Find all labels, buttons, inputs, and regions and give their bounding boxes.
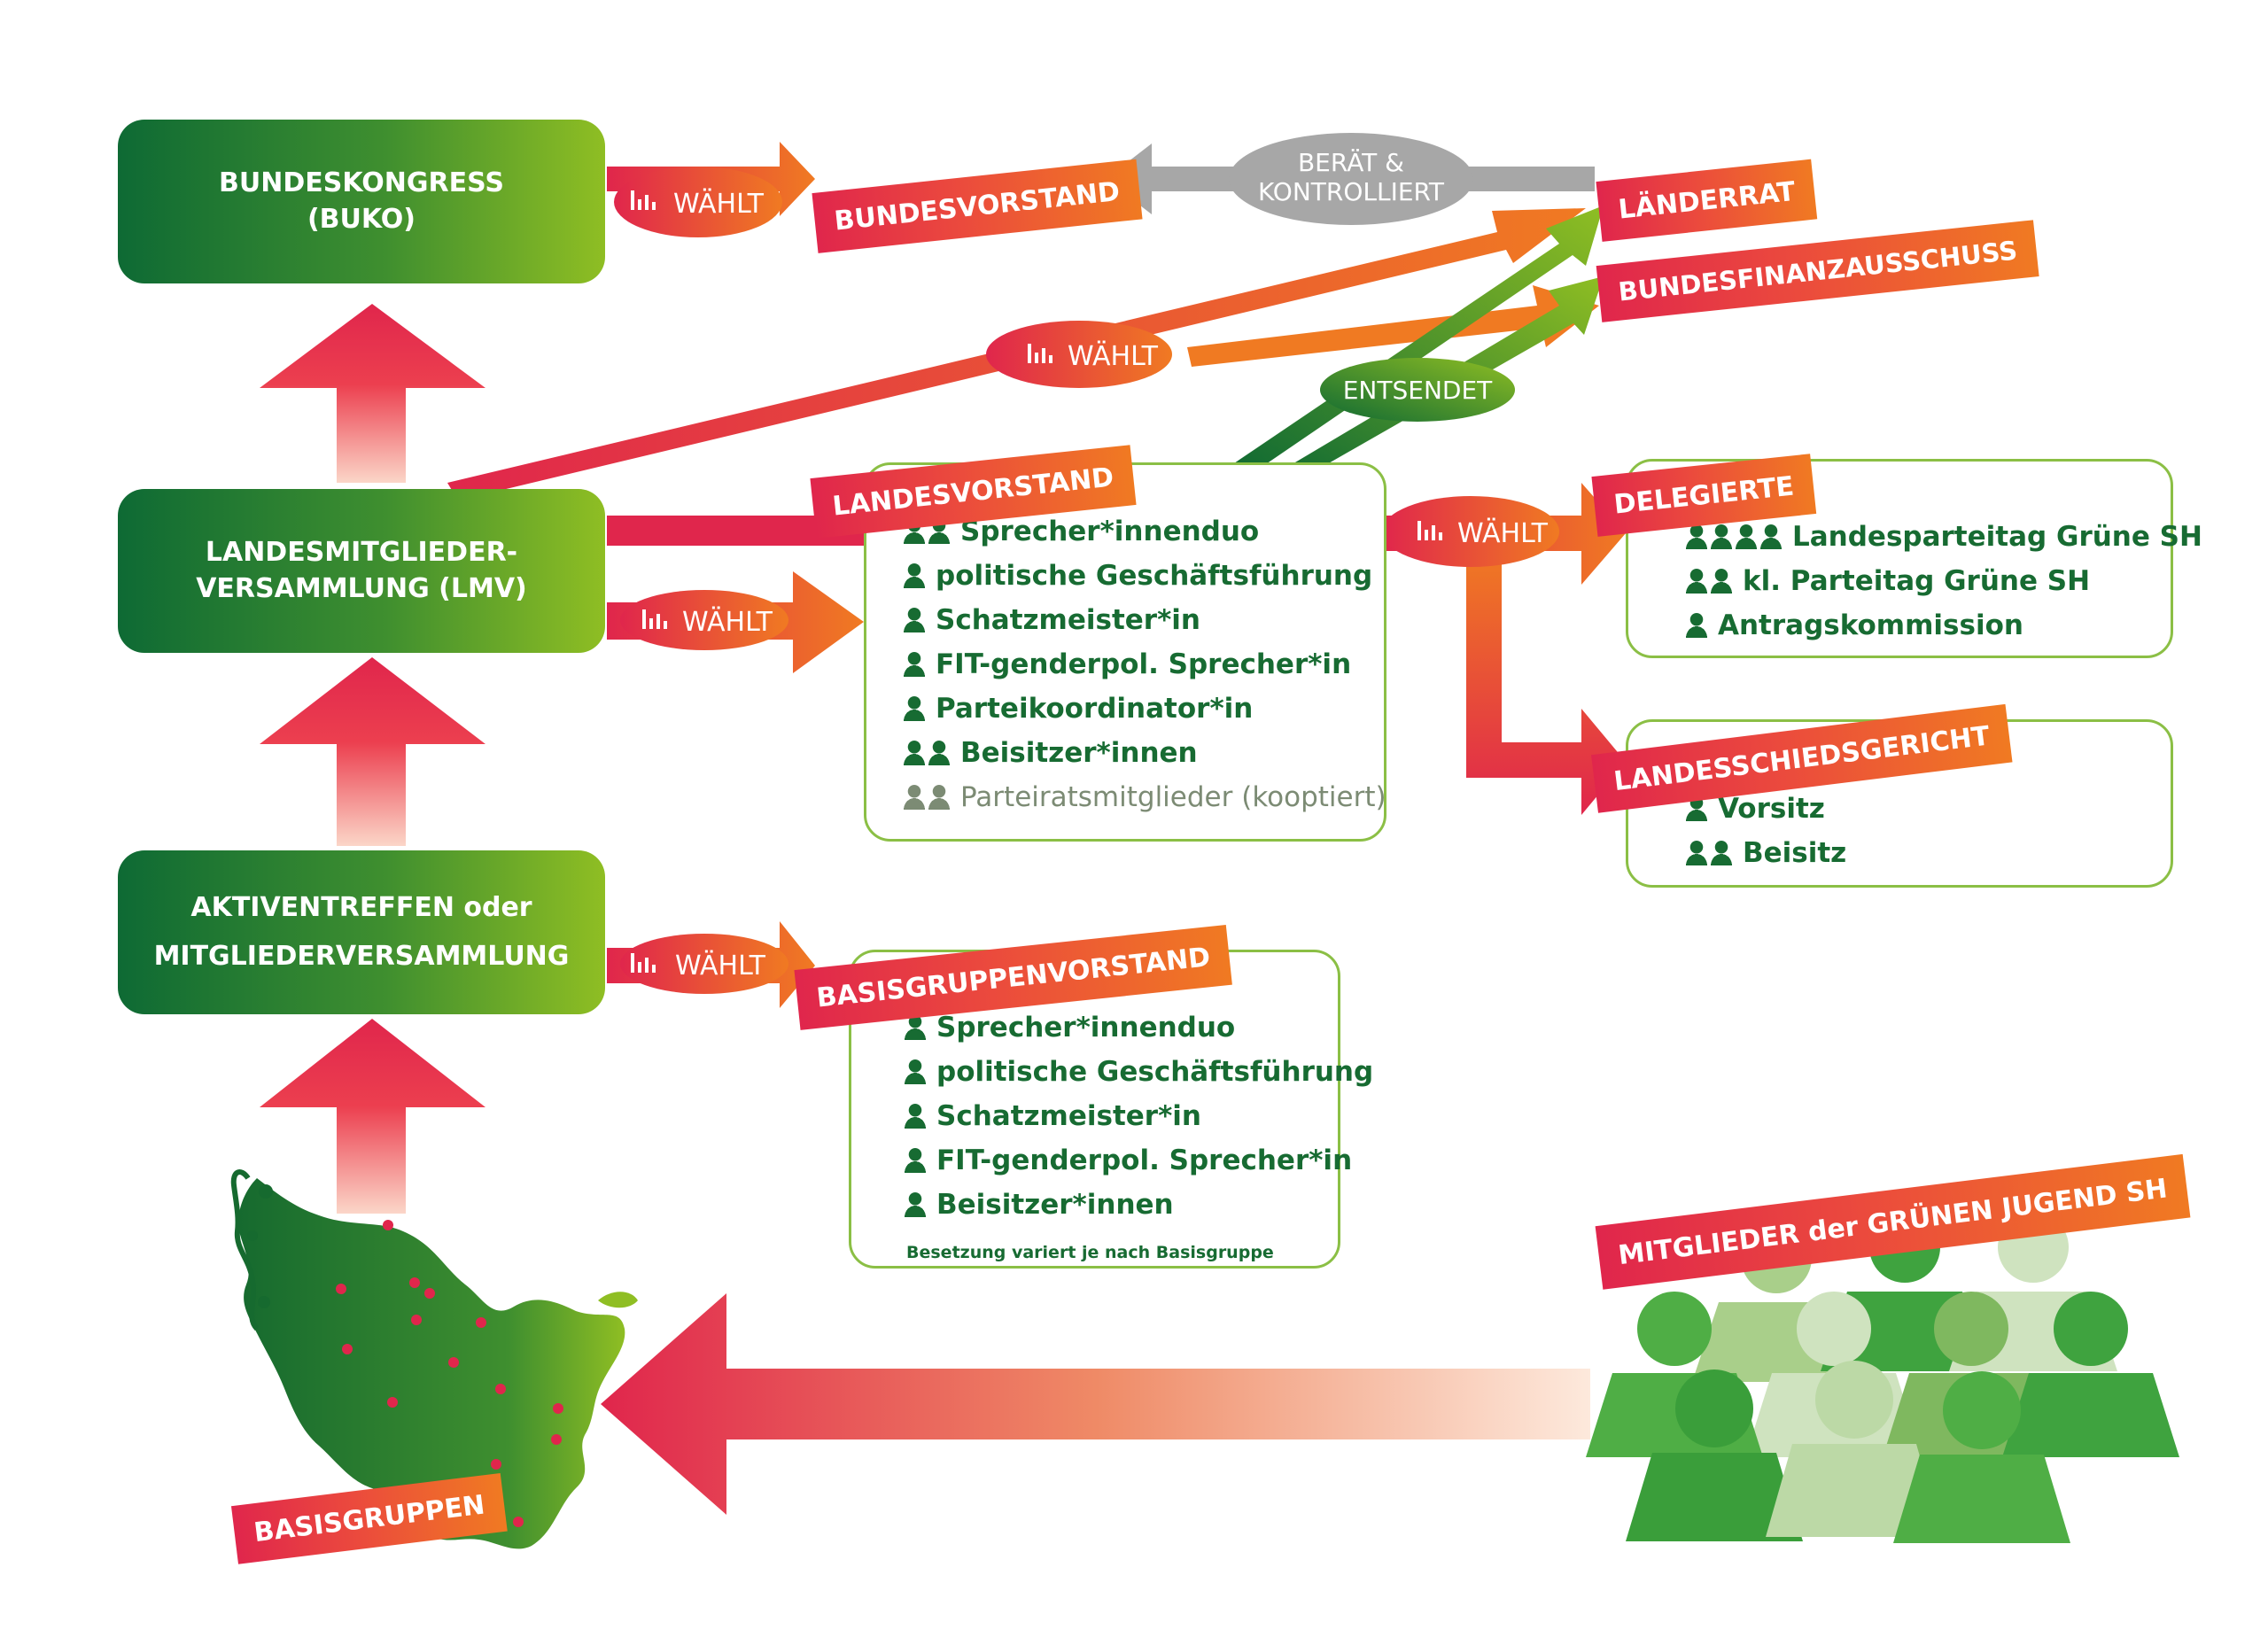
svg-text:WÄHLT: WÄHLT xyxy=(1457,517,1549,549)
list-item: Vorsitz xyxy=(1686,787,1846,831)
person-icon xyxy=(904,563,928,588)
box-bundeskongress: BUNDESKONGRESS(BUKO) xyxy=(118,120,605,283)
list-item: Parteiratsmitglieder (kooptiert) xyxy=(904,775,1386,819)
list-item-label: Vorsitz xyxy=(1718,793,1825,825)
up-arrow-lmv-to-buko xyxy=(260,304,485,483)
list-item: Beisitzer*innen xyxy=(904,731,1386,775)
person-icon xyxy=(904,785,953,810)
list-item-label: FIT-genderpol. Sprecher*in xyxy=(936,648,1352,680)
list-item-label: FIT-genderpol. Sprecher*in xyxy=(936,1145,1353,1176)
label-beraet-kontrolliert: BERÄT & KONTROLLIERT xyxy=(1229,133,1473,225)
basisgruppen-note: Besetzung variert je nach Basisgruppe xyxy=(906,1243,1274,1262)
list-item: Schatzmeister*in xyxy=(904,598,1386,642)
list-item: Parteikoordinator*in xyxy=(904,687,1386,731)
list-item-label: politische Geschäftsführung xyxy=(936,560,1373,592)
person-icon xyxy=(905,1059,929,1084)
label-entsendet: ENTSENDET xyxy=(1320,358,1515,422)
list-item: Antragskommission xyxy=(1686,603,2202,648)
list-item-label: Sprecher*innenduo xyxy=(960,516,1260,547)
person-icon xyxy=(904,741,953,765)
person-icon xyxy=(1686,524,1785,549)
up-arrow-aktiv-to-lmv xyxy=(260,657,485,846)
svg-text:WÄHLT: WÄHLT xyxy=(675,950,766,982)
person-icon xyxy=(905,1192,929,1217)
label-waehlt-buko: WÄHLT xyxy=(614,167,782,237)
list-item-label: Parteikoordinator*in xyxy=(936,693,1254,725)
arrow-entsendet-laenderrat xyxy=(1231,206,1604,469)
svg-text:WÄHLT: WÄHLT xyxy=(1068,340,1159,372)
list-item-label: Parteiratsmitglieder (kooptiert) xyxy=(960,781,1386,813)
list-item: Landesparteitag Grüne SH xyxy=(1686,515,2202,559)
svg-text:WÄHLT: WÄHLT xyxy=(682,606,773,638)
list-item-label: Antragskommission xyxy=(1718,609,2023,641)
person-icon xyxy=(1686,613,1711,638)
list-item: Beisitzer*innen xyxy=(905,1183,1373,1227)
label-waehlt-aktiv: WÄHLT xyxy=(620,934,788,994)
list-item-label: Beisitzer*innen xyxy=(960,737,1198,769)
list-item: Beisitz xyxy=(1686,831,1846,875)
list-item-label: politische Geschäftsführung xyxy=(936,1056,1374,1088)
person-icon xyxy=(905,1104,929,1129)
list-item: FIT-genderpol. Sprecher*in xyxy=(905,1138,1373,1183)
list-item: Sprecher*innenduo xyxy=(904,509,1386,554)
svg-text:BERÄT &: BERÄT & xyxy=(1298,148,1404,177)
list-item: politische Geschäftsführung xyxy=(904,554,1386,598)
basisgruppenvorstand-list: Sprecher*innenduo politische Geschäftsfüh… xyxy=(905,1005,1373,1227)
label-waehlt-lmv-bund: WÄHLT xyxy=(986,321,1172,388)
map-schleswig-holstein xyxy=(230,1169,638,1549)
up-arrow-basis-to-aktiv xyxy=(260,1019,485,1214)
svg-text:ENTSENDET: ENTSENDET xyxy=(1343,376,1493,405)
person-icon xyxy=(904,608,928,632)
big-arrow-members-to-basisgruppen xyxy=(601,1293,1590,1515)
person-icon xyxy=(904,696,928,721)
person-icon xyxy=(1686,569,1736,594)
svg-text:KONTROLLIERT: KONTROLLIERT xyxy=(1258,177,1445,206)
person-icon xyxy=(1686,841,1736,865)
waehlt-text-buko: WÄHLT xyxy=(673,188,765,220)
list-item: FIT-genderpol. Sprecher*in xyxy=(904,642,1386,687)
list-item: kl. Parteitag Grüne SH xyxy=(1686,559,2202,603)
list-item-label: Beisitz xyxy=(1743,837,1847,869)
box-landesmitgliederversammlung: LANDESMITGLIEDER-VERSAMMLUNG (LMV) xyxy=(118,489,605,653)
landesvorstand-list: Sprecher*innenduo politische Geschäftsfüh… xyxy=(904,509,1386,819)
arrow-waehlt-landesschiedsgericht xyxy=(1466,549,1626,815)
person-icon xyxy=(904,652,928,677)
list-item-label: Schatzmeister*in xyxy=(936,604,1200,636)
delegierte-list: Landesparteitag Grüne SH kl. Parteitag Gr… xyxy=(1686,515,2202,648)
label-waehlt-lmv: WÄHLT xyxy=(620,590,788,650)
arrow-waehlt-bundesfinanzausschuss xyxy=(1187,285,1599,367)
list-item: politische Geschäftsführung xyxy=(905,1050,1373,1094)
list-item-label: Sprecher*innenduo xyxy=(936,1012,1236,1044)
person-icon xyxy=(905,1148,929,1173)
list-item-label: Landesparteitag Grüne SH xyxy=(1792,521,2202,553)
list-item-label: Schatzmeister*in xyxy=(936,1100,1201,1132)
list-item-label: kl. Parteitag Grüne SH xyxy=(1743,565,2091,597)
list-item: Sprecher*innenduo xyxy=(905,1005,1373,1050)
list-item-label: Beisitzer*innen xyxy=(936,1189,1174,1221)
person-icon xyxy=(905,1015,929,1040)
label-waehlt-landesvorstand: WÄHLT xyxy=(1382,496,1559,567)
list-item: Schatzmeister*in xyxy=(905,1094,1373,1138)
